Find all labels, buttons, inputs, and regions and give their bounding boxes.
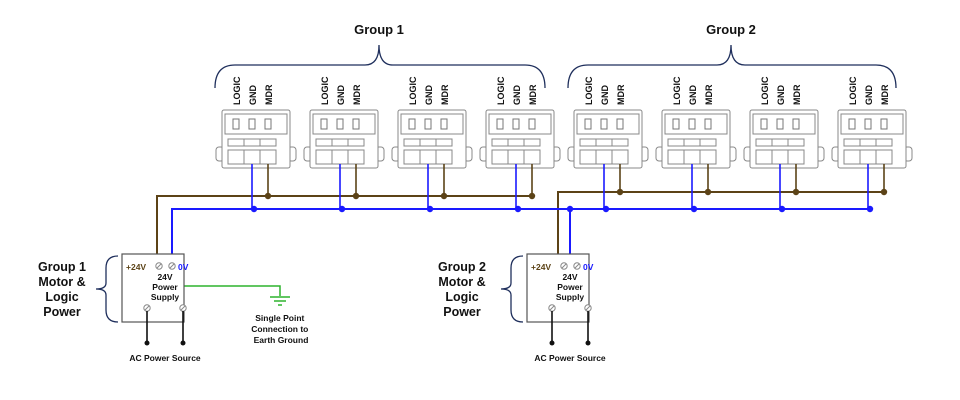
- pin-label: MDR: [792, 84, 802, 105]
- ground-wire: [171, 267, 281, 296]
- pin-label: GND: [336, 85, 346, 106]
- junction-dot: [566, 205, 574, 213]
- psu-title: Power: [152, 282, 178, 292]
- junction-dot: [338, 205, 346, 213]
- pin-label: LOGIC: [496, 76, 506, 105]
- group-power-label: Logic: [445, 290, 478, 304]
- junction-dot: [440, 192, 448, 200]
- junction-dot: [704, 188, 712, 196]
- pin-label: GND: [248, 85, 258, 106]
- pin-label: MDR: [704, 84, 714, 105]
- pin-label: GND: [864, 85, 874, 106]
- junction-dot: [264, 192, 272, 200]
- pin-label: LOGIC: [672, 76, 682, 105]
- group-2-24v-bus: [557, 191, 885, 266]
- plus-24v-label: +24V: [126, 262, 146, 272]
- group-power-label: Power: [443, 305, 481, 319]
- ground-label: Single Point Connection to Earth Ground: [251, 313, 311, 345]
- mdr-connector: LOGIC GND MDR: [831, 76, 913, 169]
- psu-title: 24V: [157, 272, 172, 282]
- group-power-label: Power: [43, 305, 81, 319]
- mdr-connector: LOGIC GND MDR: [567, 76, 649, 169]
- group-2-brace: [567, 44, 897, 89]
- pin-label: LOGIC: [320, 76, 330, 105]
- psu-title: Supply: [151, 292, 180, 302]
- group-power-label: Motor &: [38, 275, 85, 289]
- group-power-label: Group 2: [438, 260, 486, 274]
- ac-source-label: AC Power Source: [129, 353, 201, 363]
- mdr-connector: LOGIC GND MDR: [479, 76, 561, 169]
- junction-dot: [880, 188, 888, 196]
- pin-label: MDR: [264, 84, 274, 105]
- group-1-24v-bus: [156, 195, 532, 266]
- earth-ground-icon: [270, 296, 290, 306]
- mdr-connector: LOGIC GND MDR: [391, 76, 473, 169]
- group-1-title: Group 1: [354, 22, 404, 37]
- junction-dot: [792, 188, 800, 196]
- pin-label: LOGIC: [408, 76, 418, 105]
- mdr-connector: LOGIC GND MDR: [303, 76, 385, 169]
- pin-label: LOGIC: [232, 76, 242, 105]
- junction-dot: [866, 205, 874, 213]
- psu-title: Power: [557, 282, 583, 292]
- junction-dot: [250, 205, 258, 213]
- pin-label: GND: [688, 85, 698, 106]
- junction-dot: [426, 205, 434, 213]
- common-0v-bus: [171, 208, 868, 266]
- pin-label: MDR: [880, 84, 890, 105]
- plus-24v-label: +24V: [531, 262, 551, 272]
- pin-label: GND: [424, 85, 434, 106]
- ac-source-label: AC Power Source: [534, 353, 606, 363]
- pin-label: GND: [512, 85, 522, 106]
- group-2-title: Group 2: [706, 22, 756, 37]
- junction-dot: [514, 205, 522, 213]
- pin-label: MDR: [440, 84, 450, 105]
- pin-label: MDR: [616, 84, 626, 105]
- zero-v-label: 0V: [178, 262, 189, 272]
- junction-dot: [690, 205, 698, 213]
- junction-dot: [352, 192, 360, 200]
- mdr-connector: LOGIC GND MDR: [655, 76, 737, 169]
- junction-dot: [602, 205, 610, 213]
- group-power-label: Group 1: [38, 260, 86, 274]
- pin-label: GND: [776, 85, 786, 106]
- psu-title: 24V: [562, 272, 577, 282]
- pin-label: MDR: [352, 84, 362, 105]
- group-1-brace: [214, 44, 546, 89]
- mdr-connector: LOGIC GND MDR: [215, 76, 297, 169]
- pin-label: LOGIC: [848, 76, 858, 105]
- pin-label: LOGIC: [760, 76, 770, 105]
- junction-dot: [616, 188, 624, 196]
- power-brace: [500, 255, 524, 323]
- mdr-connector: LOGIC GND MDR: [743, 76, 825, 169]
- junction-dot: [778, 205, 786, 213]
- group-power-label: Logic: [45, 290, 78, 304]
- psu-title: Supply: [556, 292, 585, 302]
- group-power-label: Motor &: [438, 275, 485, 289]
- power-brace: [95, 255, 119, 323]
- junction-dot: [528, 192, 536, 200]
- pin-label: MDR: [528, 84, 538, 105]
- pin-label: LOGIC: [584, 76, 594, 105]
- pin-label: GND: [600, 85, 610, 106]
- zero-v-label: 0V: [583, 262, 594, 272]
